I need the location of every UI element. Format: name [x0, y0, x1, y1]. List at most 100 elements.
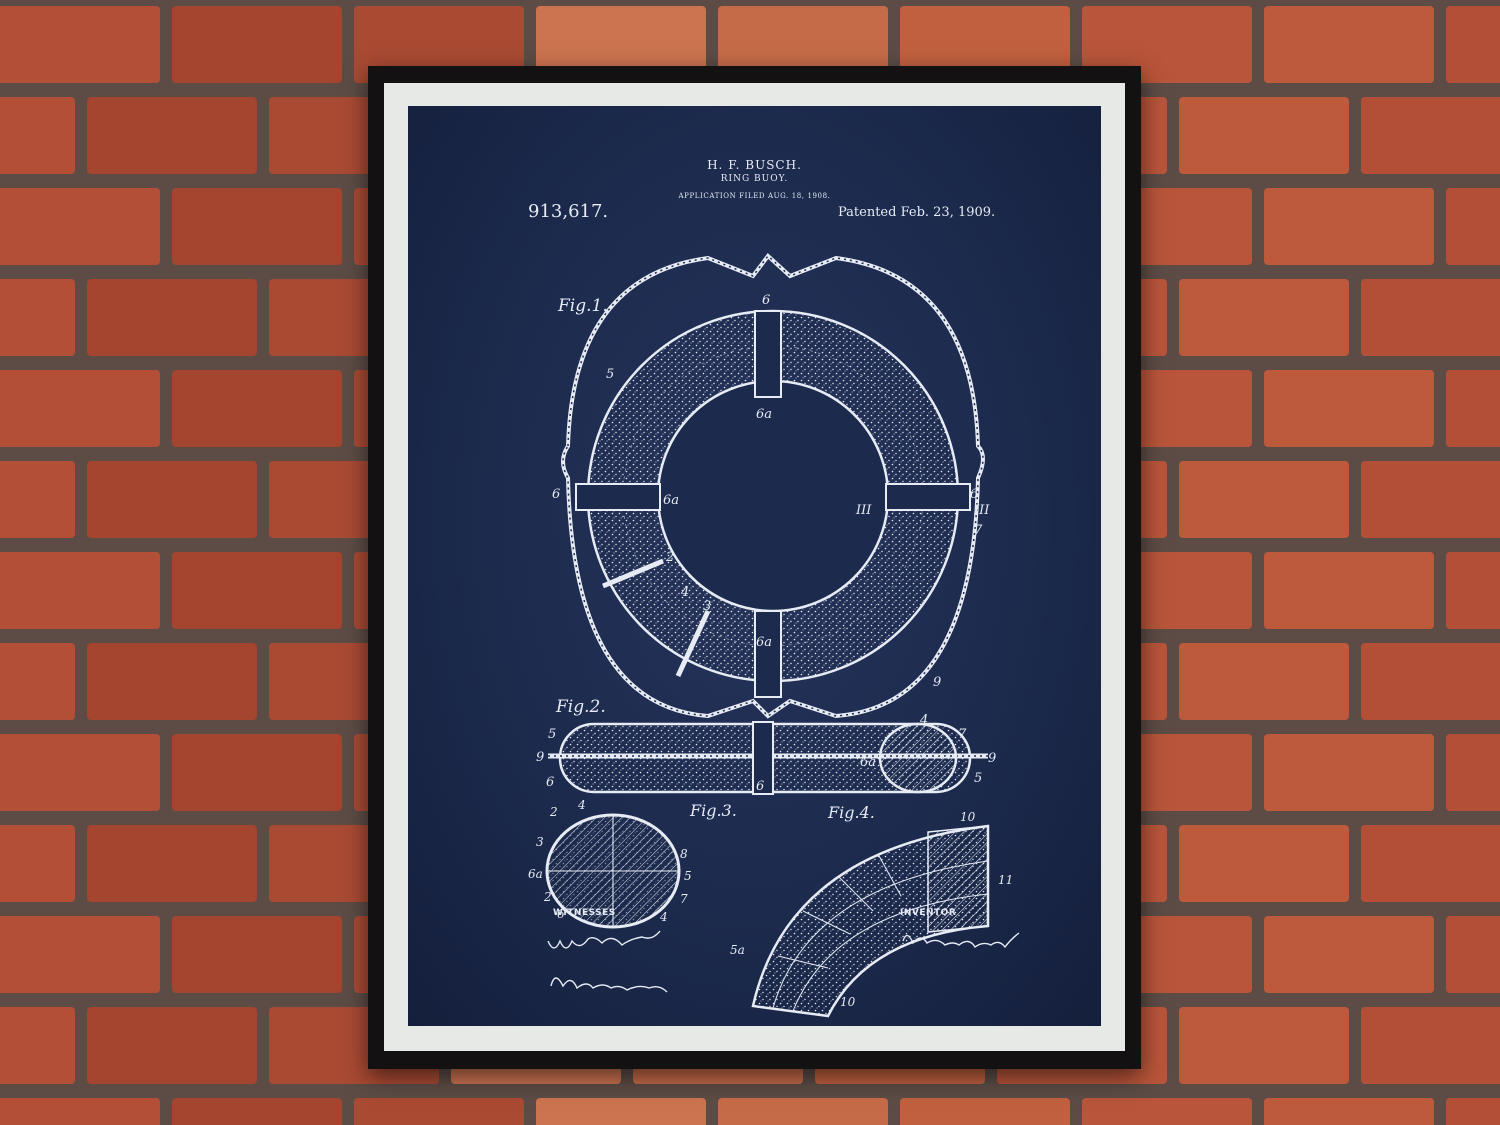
brick: [1446, 552, 1500, 629]
inventor-signature: [902, 932, 1020, 949]
svg-text:6: 6: [546, 775, 554, 790]
brick: [1264, 916, 1434, 993]
svg-text:5: 5: [606, 367, 614, 382]
svg-text:III: III: [855, 503, 872, 518]
brick: [1361, 1007, 1500, 1084]
svg-text:3: 3: [536, 835, 544, 849]
brick: [172, 188, 342, 265]
brick: [1446, 734, 1500, 811]
brick: [172, 916, 342, 993]
svg-text:4: 4: [659, 910, 668, 924]
brick: [1361, 279, 1500, 356]
brick: [1264, 6, 1434, 83]
brick: [87, 1007, 257, 1084]
brick: [172, 370, 342, 447]
brick: [354, 6, 524, 83]
brick: [0, 734, 160, 811]
svg-text:9: 9: [536, 750, 544, 765]
brick: [87, 825, 257, 902]
svg-text:4: 4: [919, 713, 928, 728]
brick: [1446, 188, 1500, 265]
svg-text:5: 5: [974, 771, 982, 786]
brick: [1179, 461, 1349, 538]
brick: [0, 6, 160, 83]
fig1-ring-buoy: 6 6a 5 6 6a III 6 III 7 2 4 3 6a 9: [552, 253, 990, 738]
brick: [87, 279, 257, 356]
inventor-name: H. F. BUSCH.: [707, 158, 802, 172]
brick: [0, 552, 160, 629]
svg-text:7: 7: [974, 523, 983, 538]
svg-text:5a: 5a: [730, 943, 745, 957]
svg-text:6a: 6a: [860, 755, 876, 770]
svg-text:10: 10: [960, 810, 976, 824]
svg-text:6: 6: [552, 487, 560, 502]
brick: [718, 1098, 888, 1125]
svg-text:6: 6: [557, 907, 565, 921]
svg-text:6: 6: [970, 487, 978, 502]
brick: [0, 279, 75, 356]
fig3-cross-section: 2 4 3 6a 2 6 8 5 7 4 Fig.3.: [528, 798, 737, 929]
brick: [0, 97, 75, 174]
svg-text:4: 4: [577, 798, 586, 812]
svg-text:2: 2: [665, 550, 674, 565]
brick: [1179, 97, 1349, 174]
brick: [1446, 370, 1500, 447]
brick: [1264, 188, 1434, 265]
brick: [718, 6, 888, 83]
svg-text:Fig.1.: Fig.1.: [557, 296, 608, 316]
fig2-side-view: 5 9 6 6 6a 4 7 9 5 Fig.2.: [536, 697, 996, 795]
svg-text:8: 8: [680, 847, 688, 861]
brick: [172, 734, 342, 811]
brick: [1264, 552, 1434, 629]
brick: [1082, 6, 1252, 83]
application-filed-date: APPLICATION FILED AUG. 18, 1908.: [678, 192, 831, 200]
brick: [87, 643, 257, 720]
svg-text:5: 5: [684, 869, 692, 883]
brick: [0, 825, 75, 902]
brick: [900, 6, 1070, 83]
brick: [0, 1007, 75, 1084]
picture-frame: 6 6a 5 6 6a III 6 III 7 2 4 3 6a 9: [368, 66, 1141, 1069]
brick: [87, 461, 257, 538]
patent-blueprint-print: 6 6a 5 6 6a III 6 III 7 2 4 3 6a 9: [408, 106, 1101, 1026]
svg-text:3: 3: [703, 599, 711, 614]
svg-text:Fig.2.: Fig.2.: [555, 697, 606, 717]
brick: [1264, 734, 1434, 811]
svg-text:7: 7: [958, 727, 967, 742]
brick: [1361, 643, 1500, 720]
svg-text:Fig.3.: Fig.3.: [689, 801, 737, 820]
brick: [172, 552, 342, 629]
brick: [0, 1098, 160, 1125]
svg-text:5: 5: [548, 727, 556, 742]
witness-signatures: [547, 930, 668, 993]
brick: [1446, 6, 1500, 83]
brick: [1361, 825, 1500, 902]
brick: [1446, 916, 1500, 993]
svg-text:9: 9: [988, 751, 996, 766]
brick: [0, 461, 75, 538]
svg-text:9: 9: [933, 675, 941, 690]
brick: [1082, 1098, 1252, 1125]
invention-title: RING BUOY.: [720, 174, 789, 184]
patent-number: 913,617.: [528, 201, 609, 222]
brick: [1179, 825, 1349, 902]
svg-text:6a: 6a: [756, 407, 772, 422]
brick: [1179, 1007, 1349, 1084]
brick: [1179, 279, 1349, 356]
frame-mat: 6 6a 5 6 6a III 6 III 7 2 4 3 6a 9: [384, 83, 1125, 1051]
brick: [87, 97, 257, 174]
svg-text:6a: 6a: [663, 493, 679, 508]
svg-text:2: 2: [549, 805, 558, 819]
brick: [354, 1098, 524, 1125]
brick: [1361, 461, 1500, 538]
inventor-label: INVENTOR: [900, 908, 957, 918]
svg-text:7: 7: [680, 892, 688, 906]
brick: [1264, 370, 1434, 447]
patent-drawing: 6 6a 5 6 6a III 6 III 7 2 4 3 6a 9: [528, 253, 1020, 1018]
svg-text:11: 11: [998, 873, 1013, 887]
svg-text:Fig.4.: Fig.4.: [827, 803, 875, 822]
svg-text:4: 4: [680, 585, 689, 600]
brick: [1179, 643, 1349, 720]
brick: [900, 1098, 1070, 1125]
brick: [0, 916, 160, 993]
